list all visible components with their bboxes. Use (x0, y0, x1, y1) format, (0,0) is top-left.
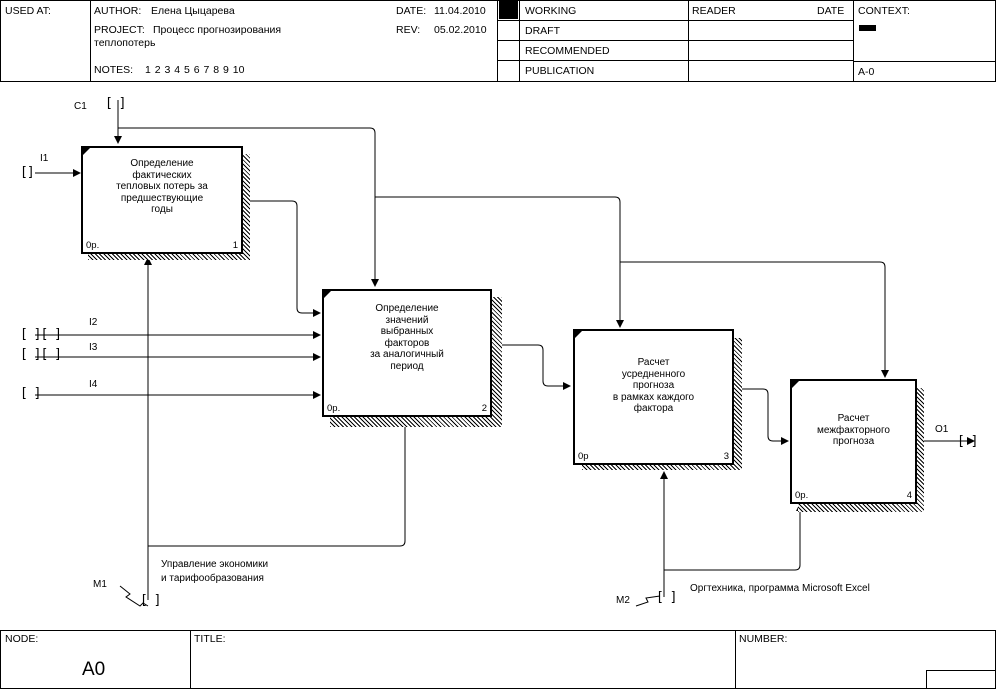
m1-label-line1: Управление экономики (161, 559, 269, 570)
arrow-label-i4: I4 (89, 379, 98, 390)
author-name: Елена Цыцарева (151, 5, 235, 17)
node-value: A0 (82, 659, 106, 680)
arrow-label-i2: I2 (89, 317, 98, 328)
box1-cost: 0р. (86, 240, 100, 251)
node-label: NODE: (5, 633, 39, 645)
c1-tunnel-icon: [ ] (105, 96, 127, 111)
box4-cost: 0р. (795, 490, 809, 501)
context-node: A-0 (858, 66, 875, 78)
arrow-label-c1: C1 (74, 101, 87, 112)
project-name-line2: теплопотерь (94, 37, 156, 49)
number-label: NUMBER: (739, 633, 788, 645)
activity-box-2[interactable]: Определение значений выбранных факторов … (322, 289, 492, 417)
o1-tunnel-icon: [ ] (957, 434, 979, 449)
activity-box-4[interactable]: Расчет межфакторного прогноза 0р. 4 (790, 379, 917, 504)
box1-corner (83, 148, 90, 155)
context-label: CONTEXT: (858, 5, 910, 17)
box2-corner (324, 291, 331, 298)
box2-cost: 0р. (327, 403, 341, 414)
box2-number: 2 (481, 403, 487, 414)
box3-number: 3 (723, 451, 729, 462)
i1-tunnel-icon: [] (20, 165, 35, 180)
notes-numbers: 1 2 3 4 5 6 7 8 9 10 (145, 64, 245, 76)
context-marker (859, 25, 876, 31)
status-publication: PUBLICATION (525, 65, 595, 77)
arrow-label-i3: I3 (89, 342, 98, 353)
i3-tunnel-icon: [ ][ ] (20, 347, 62, 362)
m2-tunnel-icon: [ ] (656, 590, 678, 605)
box1-title: Определение фактических тепловых потерь … (116, 158, 208, 215)
arrow-label-m2: M2 (616, 595, 630, 606)
status-draft: DRAFT (525, 25, 560, 37)
activity-box-1[interactable]: Определение фактических тепловых потерь … (81, 146, 243, 254)
rev-value: 05.02.2010 (434, 24, 487, 36)
activity-box-3[interactable]: Расчет усредненного прогноза в рамках ка… (573, 329, 734, 465)
box2-title: Определение значений выбранных факторов … (370, 303, 444, 372)
project-label: PROJECT: (94, 24, 145, 36)
notes-label: NOTES: (94, 64, 134, 76)
arrow-label-m1: M1 (93, 579, 107, 590)
m1-label-line2: и тарифообразования (161, 573, 264, 584)
project-name-line1: Процесс прогнозирования (153, 24, 282, 36)
box4-corner (792, 381, 799, 388)
m1-tunnel-icon: [ ] (140, 593, 162, 608)
reader-date-label: DATE (817, 5, 845, 17)
title-label: TITLE: (194, 633, 226, 645)
i4-tunnel-icon: [ ] (20, 386, 42, 401)
rev-label: REV: (396, 24, 421, 36)
box3-corner (575, 331, 582, 338)
working-status-marker (499, 1, 518, 19)
status-recommended: RECOMMENDED (525, 45, 610, 57)
box3-title: Расчет усредненного прогноза в рамках ка… (612, 357, 695, 414)
box4-number: 4 (906, 490, 912, 501)
arrow-label-i1: I1 (40, 153, 49, 164)
i2-tunnel-icon: [ ][ ] (20, 327, 62, 342)
status-working: WORKING (525, 5, 577, 17)
reader-label: READER (692, 5, 736, 17)
box1-number: 1 (232, 240, 238, 251)
m2-label: Оргтехника, программа Microsoft Excel (690, 583, 870, 594)
date-label: DATE: (396, 5, 427, 17)
arrow-label-o1: O1 (935, 424, 949, 435)
date-value: 11.04.2010 (434, 5, 486, 17)
author-label: AUTHOR: (94, 5, 142, 17)
used-at-label: USED AT: (5, 5, 51, 17)
box4-title: Расчет межфакторного прогноза (817, 413, 890, 447)
box3-cost: 0р (578, 451, 589, 462)
